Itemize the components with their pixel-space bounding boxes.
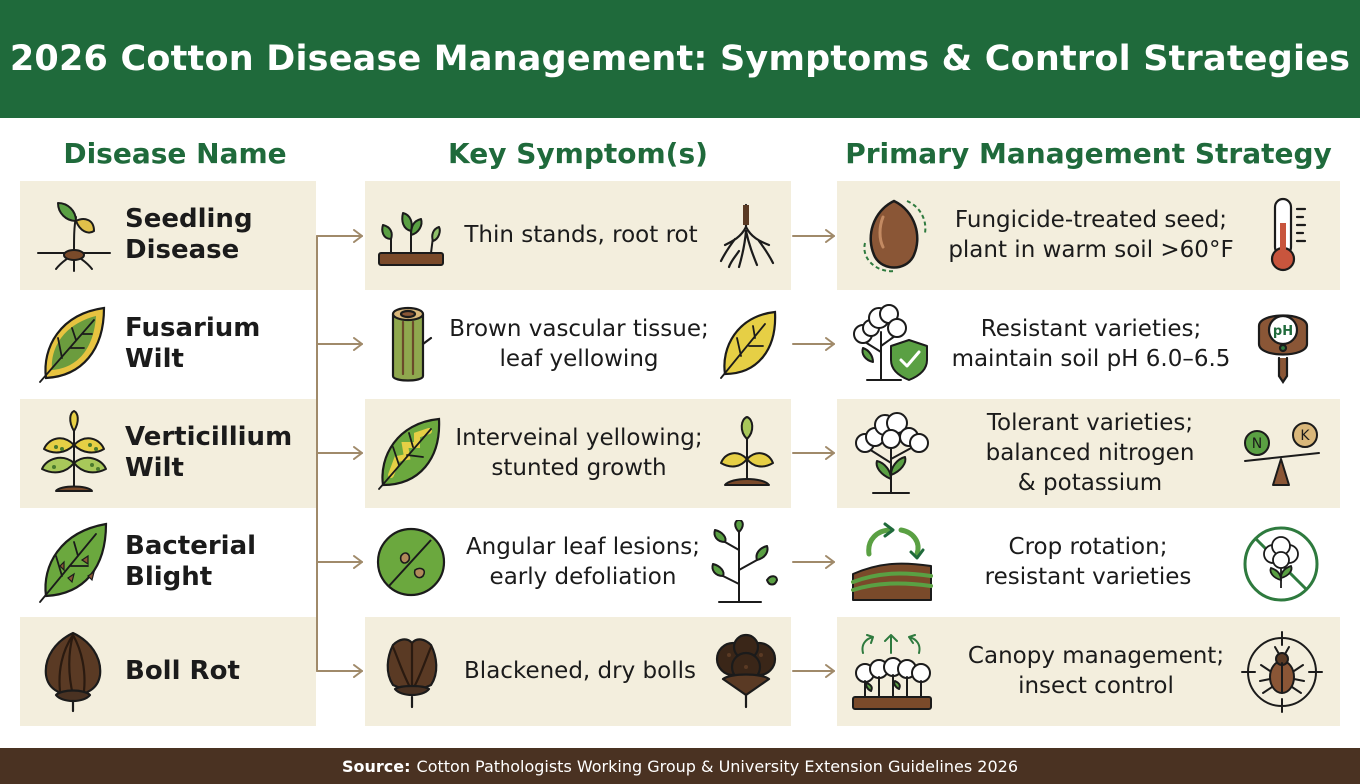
management-text: Crop rotation;resistant varieties (984, 534, 1192, 590)
lesioned-leaf-icon (39, 522, 108, 603)
management-text: Canopy management;insect control (967, 643, 1225, 699)
column-header-symptom: Key Symptom(s) (448, 137, 708, 170)
row-4-symptom-cell: Angular leaf lesions;early defoliation (365, 508, 791, 617)
management-text: Resistant varieties;maintain soil pH 6.0… (951, 316, 1231, 372)
symptom-text: Blackened, dry bolls (464, 658, 696, 684)
crop-rotation-field-icon (851, 522, 933, 601)
stunted-plant-icon (720, 416, 774, 486)
resistant-cotton-badge-icon (1243, 526, 1319, 602)
row-3-symptom-cell: Interveinal yellowing;stunted growth (365, 399, 791, 508)
symptom-text: Angular leaf lesions;early defoliation (465, 534, 701, 590)
leaf-lesion-circle-icon (376, 527, 446, 597)
source-text: Cotton Pathologists Working Group & Univ… (416, 756, 1018, 776)
row-5-symptom-cell: Blackened, dry bolls (365, 617, 791, 726)
row-2-symptom-cell: Brown vascular tissue;leaf yellowing (365, 290, 791, 399)
insect-target-icon (1241, 631, 1323, 713)
seedling-sprouts-icon (378, 212, 444, 266)
page-header: 2026 Cotton Disease Management: Symptoms… (0, 0, 1360, 118)
source-footer: Source: Cotton Pathologists Working Grou… (0, 748, 1360, 784)
symptom-text: Thin stands, root rot (464, 222, 698, 248)
seedling-disease-icon (37, 202, 111, 272)
nk-balance-icon: N K (1244, 422, 1320, 486)
interveinal-leaf-icon (378, 417, 441, 490)
row-5-management-cell: Canopy management;insect control (837, 617, 1340, 726)
treated-seed-icon (863, 199, 927, 273)
rotten-boll-icon (44, 631, 102, 713)
row-1-symptom-cell: Thin stands, root rot (365, 181, 791, 290)
svg-text:pH: pH (1273, 324, 1293, 339)
row-1-management-cell: Fungicide-treated seed;plant in warm soi… (837, 181, 1340, 290)
column-header-disease: Disease Name (63, 137, 287, 170)
dry-boll-icon (715, 633, 777, 709)
svg-text:K: K (1300, 428, 1310, 444)
ph-meter-icon: pH (1257, 314, 1309, 384)
row-3-management-cell: Tolerant varieties;balanced nitrogen& po… (837, 399, 1340, 508)
canopy-airflow-icon (852, 634, 932, 710)
symptom-text: Brown vascular tissue;leaf yellowing (449, 316, 709, 372)
yellow-leaf-icon (720, 310, 777, 379)
spotted-plant-icon (41, 410, 107, 492)
source-label: Source: (342, 756, 411, 776)
rotting-roots-icon (719, 203, 775, 269)
management-text: Fungicide-treated seed;plant in warm soi… (948, 207, 1234, 263)
disease-label: Boll Rot (125, 655, 240, 686)
yellowing-leaf-icon (39, 306, 106, 383)
soil-thermometer-icon (1270, 197, 1307, 272)
page-title: 2026 Cotton Disease Management: Symptoms… (9, 39, 1351, 79)
column-header-management: Primary Management Strategy (845, 137, 1332, 170)
management-text: Tolerant varieties;balanced nitrogen& po… (985, 410, 1195, 496)
row-5-disease-cell: Boll Rot (20, 617, 316, 726)
defoliating-plant-icon (711, 520, 778, 603)
row-2-management-cell: Resistant varieties;maintain soil pH 6.0… (837, 290, 1340, 399)
dark-boll-icon (386, 638, 438, 709)
cotton-plant-icon (855, 412, 929, 494)
row-4-management-cell: Crop rotation;resistant varieties (837, 508, 1340, 617)
cotton-plant-shield-icon (853, 304, 928, 381)
svg-text:N: N (1252, 436, 1262, 452)
stem-cross-section-icon (391, 306, 433, 382)
symptom-text: Interveinal yellowing;stunted growth (455, 425, 703, 481)
